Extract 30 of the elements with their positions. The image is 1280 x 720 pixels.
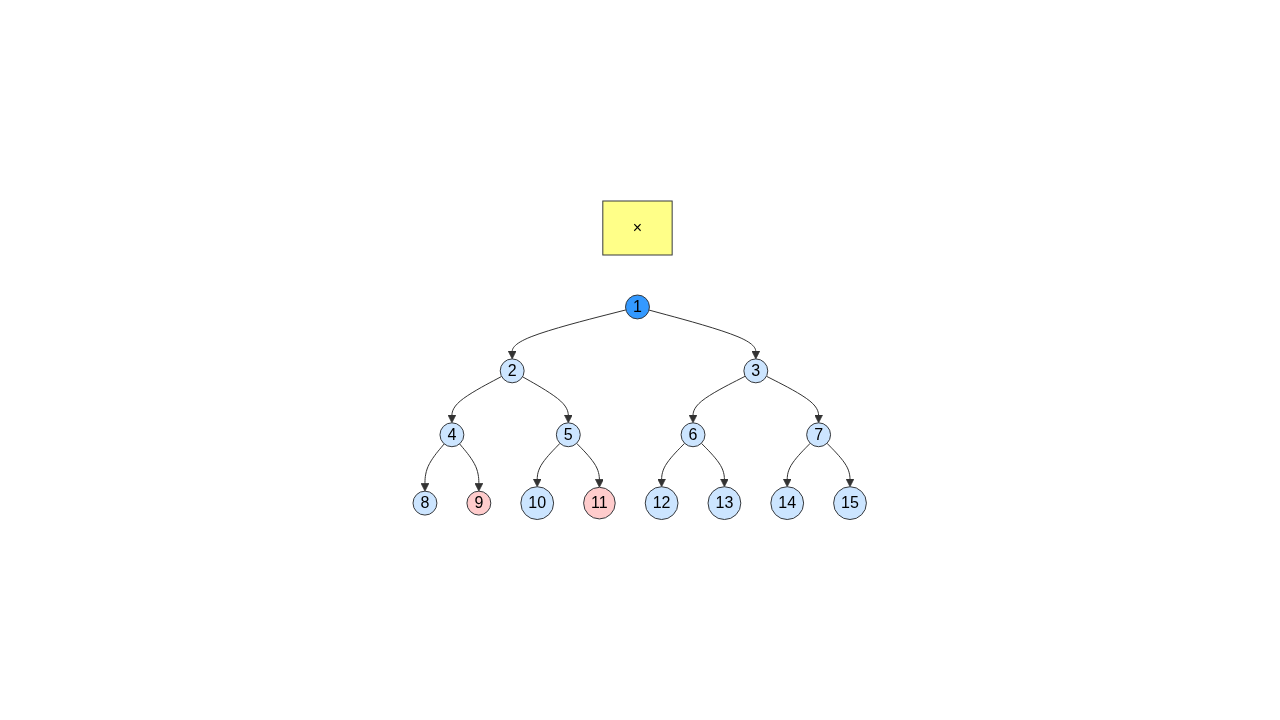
node-circle: 8 bbox=[412, 490, 438, 516]
arrow bbox=[648, 309, 761, 360]
arrow bbox=[783, 442, 812, 487]
node-circle: 3 bbox=[743, 358, 769, 384]
arrow bbox=[522, 376, 573, 423]
arrow bbox=[420, 443, 445, 492]
node-circle: 6 bbox=[680, 422, 706, 447]
node-circle: 15 bbox=[833, 485, 868, 520]
node-circle: 2 bbox=[500, 358, 525, 384]
node-circle: 13 bbox=[707, 485, 742, 520]
arrow bbox=[688, 375, 746, 423]
node-circle: 5 bbox=[556, 422, 582, 447]
arrow bbox=[657, 442, 686, 487]
arrow bbox=[533, 442, 561, 487]
arrow bbox=[508, 309, 627, 360]
node-circle: 9 bbox=[466, 490, 492, 516]
arrow bbox=[576, 442, 605, 488]
node-circle: 14 bbox=[770, 485, 805, 520]
arrow bbox=[701, 442, 730, 487]
node-circle: 7 bbox=[806, 422, 832, 447]
node-box: × bbox=[602, 200, 673, 256]
node-circle: 10 bbox=[520, 485, 555, 520]
node-circle: 11 bbox=[583, 486, 616, 520]
node-circle: 12 bbox=[645, 485, 679, 520]
arrow bbox=[766, 375, 824, 423]
arrow bbox=[826, 442, 855, 487]
node-circle: 4 bbox=[439, 422, 465, 447]
arrow bbox=[447, 375, 503, 423]
arrow bbox=[459, 443, 484, 492]
node-circle: 1 bbox=[625, 294, 651, 320]
